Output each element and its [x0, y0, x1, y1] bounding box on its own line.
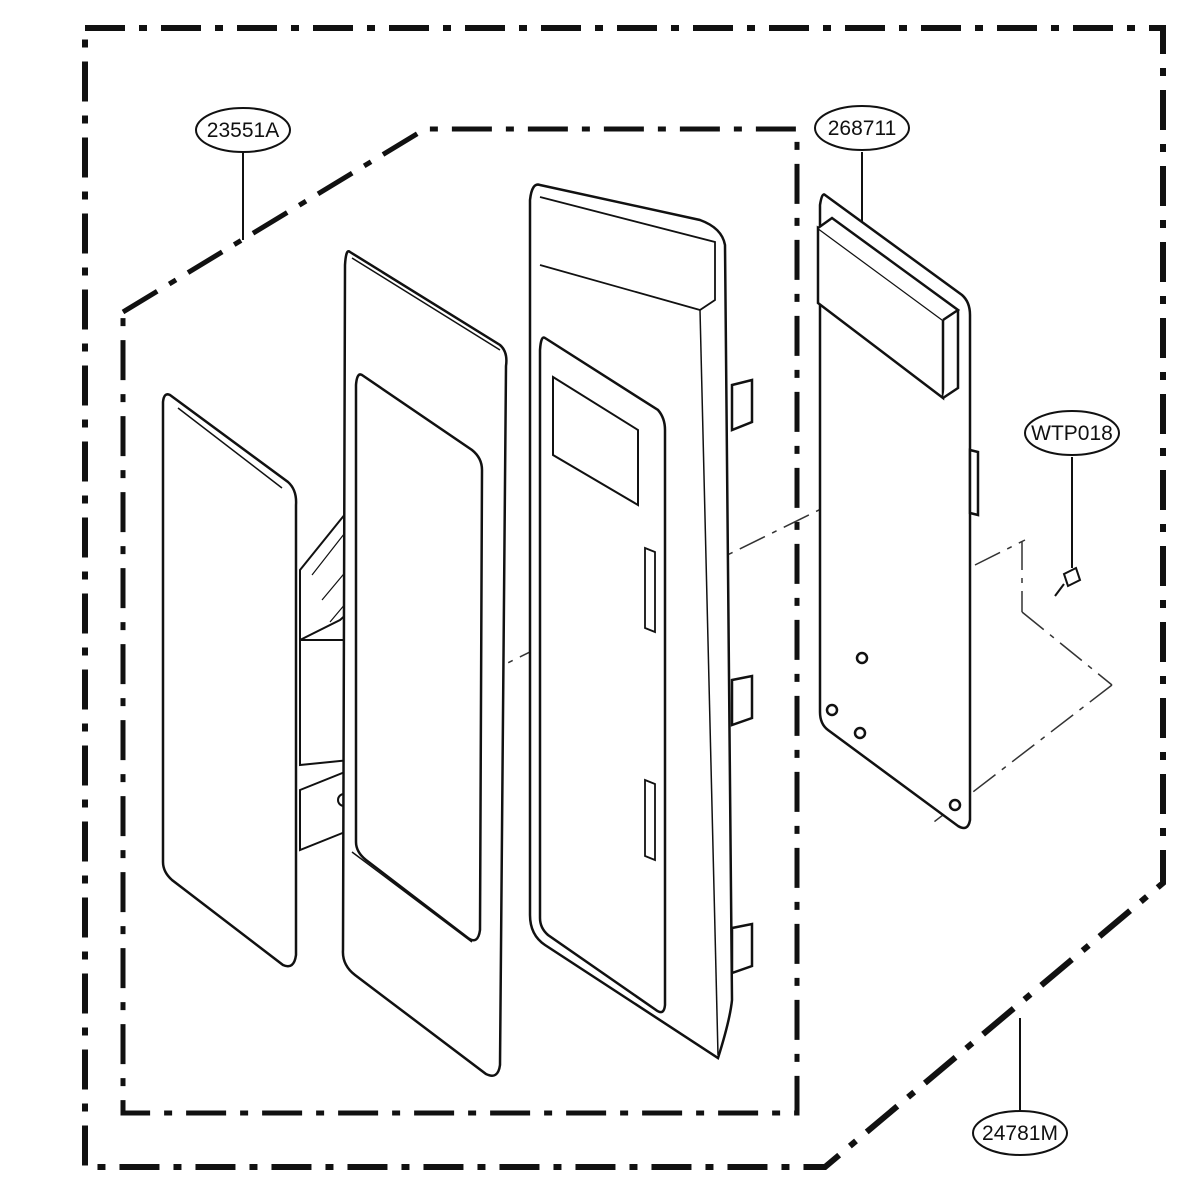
callout-wtp018-label: WTP018 — [1031, 422, 1113, 445]
callout-268711-label: 268711 — [828, 117, 897, 140]
door-body — [528, 183, 754, 1060]
callout-24781m-label: 24781M — [982, 1122, 1058, 1145]
callout-23551a: 23551A — [195, 107, 291, 153]
inner-assembly-boundary — [120, 126, 800, 1116]
callout-24781m: 24781M — [972, 1110, 1068, 1156]
outer-assembly-boundary — [82, 25, 1166, 1170]
front-cover-panel — [161, 393, 298, 968]
callout-wtp018: WTP018 — [1024, 410, 1120, 456]
leader-lines — [242, 152, 1073, 1110]
callout-23551a-label: 23551A — [207, 119, 279, 142]
control-panel — [816, 193, 980, 830]
ribbon-strip — [299, 498, 386, 852]
callout-268711: 268711 — [814, 105, 910, 151]
door-frame — [341, 250, 508, 1077]
screw — [1054, 566, 1082, 597]
